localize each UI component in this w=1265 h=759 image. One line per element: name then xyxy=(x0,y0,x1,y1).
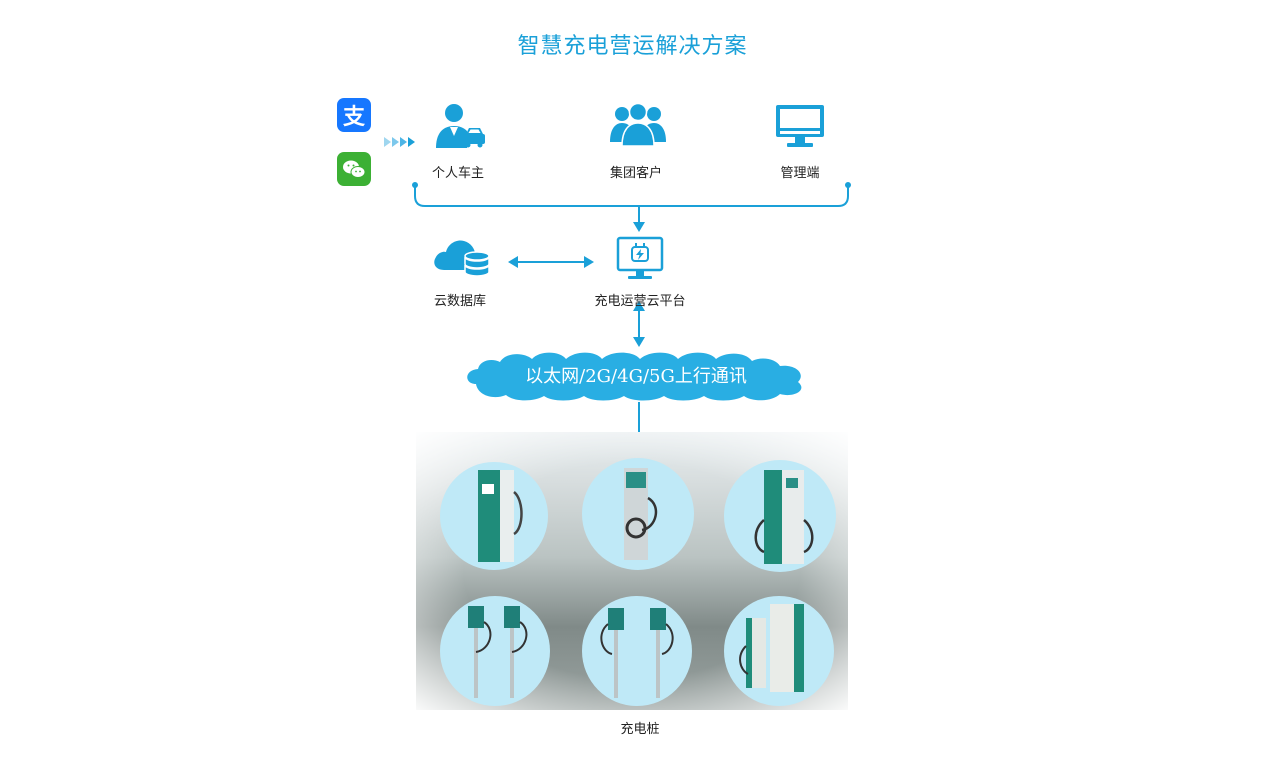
app-arrows xyxy=(384,137,415,147)
network-label: 以太网/2G/4G/5G上行通讯 xyxy=(525,366,747,387)
admin-label: 管理端 xyxy=(780,166,820,181)
ac-charger-pair-icon xyxy=(468,606,528,698)
charger-circle-1 xyxy=(440,462,548,570)
wechat-icon xyxy=(337,152,371,186)
car-owner-icon xyxy=(436,104,485,148)
network-cloud-shape xyxy=(467,352,802,401)
cloud-database-label: 云数据库 xyxy=(433,294,486,309)
cloud-database-icon xyxy=(434,240,490,277)
monitor-icon xyxy=(776,105,824,147)
alipay-icon: 支 xyxy=(337,98,371,132)
platform-plug-icon xyxy=(616,236,664,279)
ac-charger-pair-2-icon xyxy=(600,608,674,698)
charger-circle-3 xyxy=(724,460,836,572)
charger-circle-6 xyxy=(724,596,834,706)
split-charger-icon xyxy=(739,604,804,692)
group-customer-label: 集团客户 xyxy=(609,166,662,181)
charger-circle-5 xyxy=(582,596,692,706)
charger-circle-2 xyxy=(582,458,694,570)
dc-charger-green-icon xyxy=(478,470,523,562)
dc-charger-large-icon xyxy=(754,470,814,564)
charger-circle-4 xyxy=(440,596,550,706)
group-users-icon xyxy=(610,102,666,146)
page-title: 智慧充电营运解决方案 xyxy=(517,34,748,59)
dc-charger-grey-icon xyxy=(624,468,658,560)
charging-pile-label: 充电桩 xyxy=(620,722,660,737)
personal-owner-label: 个人车主 xyxy=(431,166,484,181)
platform-label: 充电运营云平台 xyxy=(594,294,686,309)
alipay-glyph: 支 xyxy=(342,105,365,130)
